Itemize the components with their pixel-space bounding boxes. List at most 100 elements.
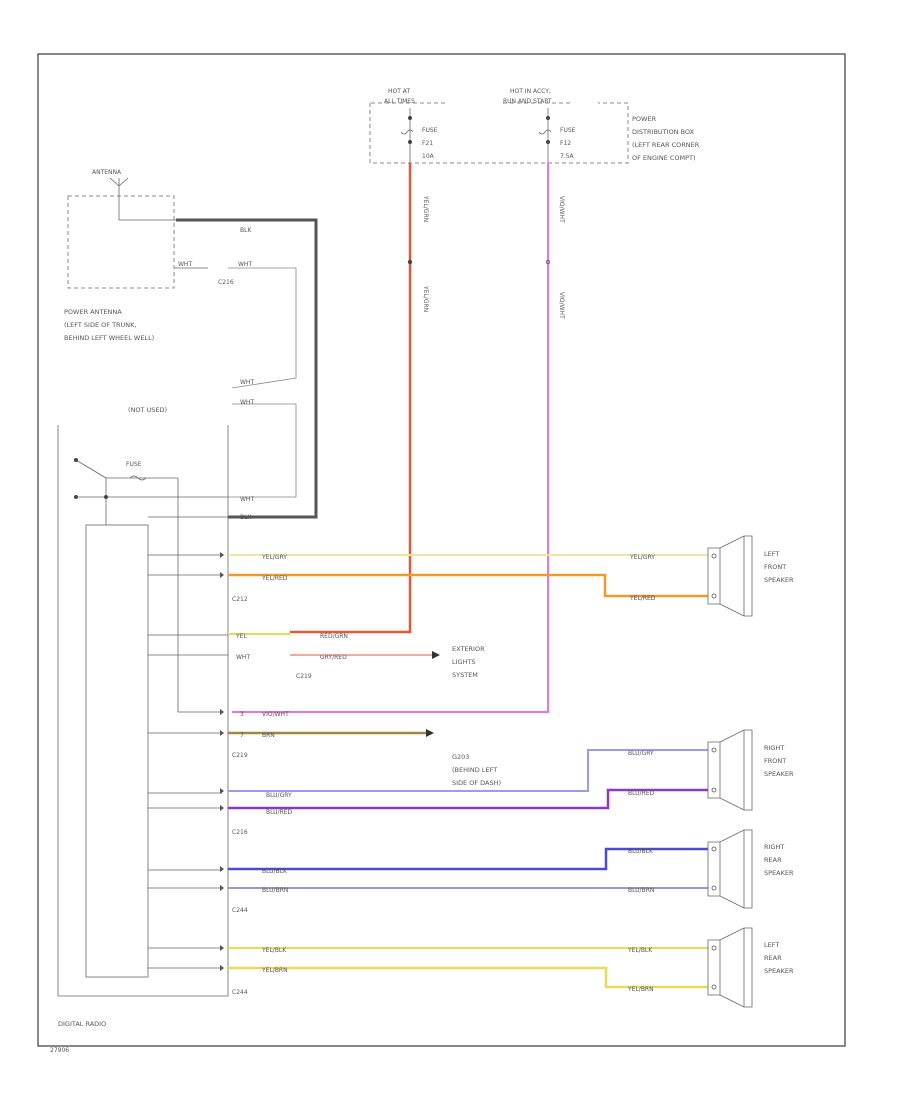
red-vertical-label-1: YEL/GRN <box>422 195 429 222</box>
speaker-left-front: LEFT FRONT SPEAKER <box>707 535 794 617</box>
antenna-name: POWER ANTENNA <box>64 308 122 316</box>
lr-wire2-label: YEL/BRN <box>261 967 288 974</box>
speaker-terminals <box>711 553 717 990</box>
pdb-hot-right-1: HOT IN ACCY, <box>510 88 551 95</box>
white-wire-label-2: WHT <box>240 399 254 406</box>
fuse-right-label: FUSE <box>560 127 576 134</box>
power-distribution-box: HOT AT ALL TIMES HOT IN ACCY, RUN AND ST… <box>369 88 700 164</box>
ground-1: G203 <box>452 753 469 761</box>
ground-3: SIDE OF DASH) <box>452 779 501 787</box>
antenna-wire-blk: BLK <box>240 227 252 234</box>
rr-wire2-label: BLU/BRN <box>262 887 288 894</box>
speaker-icon <box>707 829 753 909</box>
ground-2: (BEHIND LEFT <box>452 766 497 774</box>
speaker-left-rear: LEFT REAR SPEAKER <box>707 927 794 1008</box>
rf-speaker-1: RIGHT <box>764 744 784 752</box>
pink-supply-wire <box>232 163 549 713</box>
wire-blu-blk-rr <box>228 847 708 871</box>
lf-speaker-2: FRONT <box>764 563 786 571</box>
radio-connector-stubs <box>148 554 228 969</box>
fuse-right-rating: 7.5A <box>560 153 575 160</box>
fuse-left-rating: 10A <box>422 153 435 160</box>
fuse-left-label: FUSE <box>422 127 438 134</box>
gry-red-label: GRY/RED <box>320 654 347 661</box>
speaker-right-front: RIGHT FRONT SPEAKER <box>707 729 794 811</box>
wire-blu-gry-rf <box>228 749 708 792</box>
antenna-icon <box>109 177 176 221</box>
antenna-wire-wht-inner: WHT <box>178 261 192 268</box>
speaker-icon <box>707 535 753 617</box>
connector-c216: C216 <box>232 829 248 836</box>
not-used-label: (NOT USED) <box>128 406 167 414</box>
rf-wire1-label: BLU/GRY <box>266 792 292 799</box>
fuse-right-id: F12 <box>560 140 571 147</box>
speaker-icon <box>707 927 753 1008</box>
ext-lights-3: SYSTEM <box>452 671 478 679</box>
fuse-left-id: F21 <box>422 140 433 147</box>
pdb-name-3: (LEFT REAR CORNER <box>632 141 700 149</box>
lr-speaker-2: REAR <box>764 954 782 962</box>
antenna-location-2: BEHIND LEFT WHEEL WELL) <box>64 334 154 342</box>
lf-wire1-label: YEL/GRY <box>261 554 287 561</box>
wire-yel-brn-lr <box>228 966 708 989</box>
rf-wire2-label-spk: BLU/RED <box>628 790 655 797</box>
arrow-ext-lights <box>432 651 440 659</box>
pin-3: 3 <box>240 711 244 718</box>
antenna-wire-wht: WHT <box>238 261 252 268</box>
connector-c244-b: C244 <box>232 989 248 996</box>
rf-wire1-label-spk: BLU/GRY <box>628 750 654 757</box>
rr-speaker-3: SPEAKER <box>764 869 794 877</box>
pink-vertical-label-1: VIO/WHT <box>558 196 565 223</box>
rr-speaker-1: RIGHT <box>764 843 784 851</box>
pink-vertical-label-2: VIO/WHT <box>558 292 565 319</box>
connector-c244-a: C244 <box>232 907 248 914</box>
radio-fuse-label: FUSE <box>126 461 142 468</box>
antenna-black-wire <box>176 218 318 519</box>
diagram-frame <box>37 53 846 1047</box>
wire-yel-red-lf <box>228 573 708 598</box>
rf-speaker-2: FRONT <box>764 757 786 765</box>
lf-speaker-3: SPEAKER <box>764 576 794 584</box>
black-wire-label: BLK <box>240 514 252 521</box>
connector-pin-marks <box>220 552 224 971</box>
rf-speaker-3: SPEAKER <box>764 770 794 778</box>
rr-wire1-label: BLU/BLK <box>262 868 288 875</box>
wire-blu-red-rf <box>228 788 708 810</box>
rr-wire2-label-spk: BLU/BRN <box>628 887 654 894</box>
red-vertical-label-2: YEL/GRN <box>422 285 429 312</box>
brn-label: BRN <box>262 732 275 739</box>
vio-wht-label: VIO/WHT <box>262 711 289 718</box>
radio-label: DIGITAL RADIO <box>58 1020 106 1028</box>
wht-stub-label: WHT <box>236 654 250 661</box>
lf-speaker-1: LEFT <box>764 550 779 558</box>
antenna-white-wire <box>228 267 297 498</box>
antenna-label: ANTENNA <box>92 169 122 176</box>
ext-lights-1: EXTERIOR <box>452 645 485 653</box>
digital-radio: FUSE DIGITAL RADIO 27906 <box>50 425 229 1054</box>
speaker-right-rear: RIGHT REAR SPEAKER <box>707 829 794 909</box>
rf-wire2-label: BLU/RED <box>266 809 293 816</box>
lf-wire2-label-spk: YEL/RED <box>629 595 656 602</box>
lr-wire2-label-spk: YEL/BRN <box>627 986 654 993</box>
white-wire-label-1: WHT <box>240 379 254 386</box>
antenna-connector: C216 <box>218 279 234 286</box>
pin-7: 7 <box>240 732 244 739</box>
arrow-ground <box>426 729 434 737</box>
antenna-location-1: (LEFT SIDE OF TRUNK, <box>64 321 137 329</box>
pdb-hot-right-2: RUN AND START <box>503 98 552 105</box>
page-id: 27906 <box>50 1047 69 1054</box>
rr-speaker-2: REAR <box>764 856 782 864</box>
connector-c219-a: C219 <box>296 673 312 680</box>
pdb-name-2: DISTRIBUTION BOX <box>632 128 695 136</box>
power-antenna: ANTENNA WHT BLK WHT C216 POWER ANTENNA (… <box>64 169 252 342</box>
lr-speaker-1: LEFT <box>764 941 779 949</box>
pdb-hot-left-2: ALL TIMES <box>384 98 415 105</box>
lr-wire1-label: YEL/BLK <box>261 947 287 954</box>
rr-wire1-label-spk: BLU/BLK <box>628 848 654 855</box>
lr-speaker-3: SPEAKER <box>764 967 794 975</box>
connector-c219-b: C219 <box>232 752 248 759</box>
lf-wire2-label: YEL/RED <box>261 575 288 582</box>
white-wire-label-3: WHT <box>240 496 254 503</box>
speaker-icon <box>707 729 753 811</box>
